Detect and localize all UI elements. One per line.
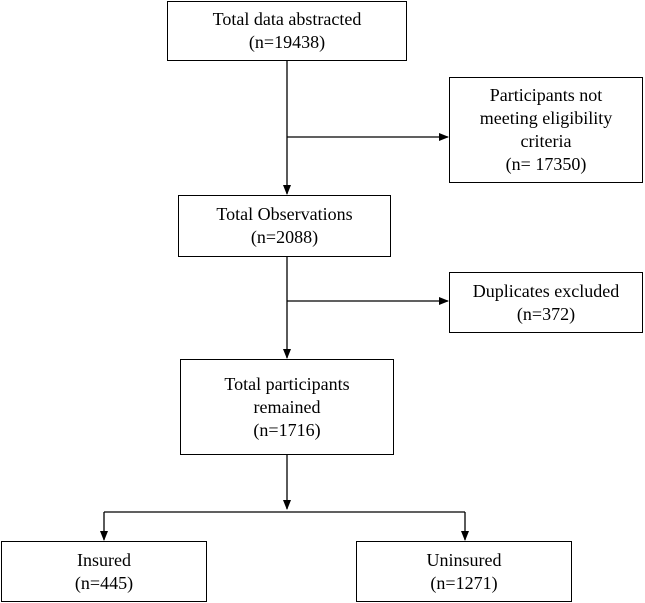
total-observations-count: (n=2088)	[250, 227, 319, 247]
remained-count: (n=1716)	[253, 419, 321, 440]
duplicates-box: Duplicates excluded (n=372)	[449, 272, 643, 333]
remained-box: Total participants remained (n=1716)	[180, 359, 394, 455]
total-observations-label: Total Observations	[216, 204, 353, 224]
uninsured-count: (n=1271)	[430, 572, 498, 593]
uninsured-box: Uninsured (n=1271)	[356, 541, 572, 602]
not-eligible-count: (n= 17350)	[505, 154, 587, 174]
total-abstracted-box: Total data abstracted (n=19438)	[167, 1, 407, 61]
not-eligible-line3: criteria	[520, 131, 572, 151]
insured-count: (n=445)	[74, 572, 134, 593]
duplicates-label: Duplicates excluded	[472, 280, 620, 301]
insured-box: Insured (n=445)	[1, 541, 207, 602]
not-eligible-line1: Participants not	[489, 85, 603, 105]
not-eligible-line2: meeting eligibility	[479, 108, 613, 128]
insured-label: Insured	[77, 549, 131, 570]
not-eligible-box: Participants not meeting eligibility cri…	[449, 77, 643, 183]
total-abstracted-count: (n=19438)	[248, 32, 326, 52]
total-observations-box: Total Observations (n=2088)	[178, 195, 391, 257]
remained-line2: remained	[253, 396, 321, 417]
uninsured-label: Uninsured	[426, 549, 502, 570]
remained-line1: Total participants	[224, 373, 350, 394]
duplicates-count: (n=372)	[516, 303, 576, 324]
total-abstracted-label: Total data abstracted	[212, 9, 362, 29]
